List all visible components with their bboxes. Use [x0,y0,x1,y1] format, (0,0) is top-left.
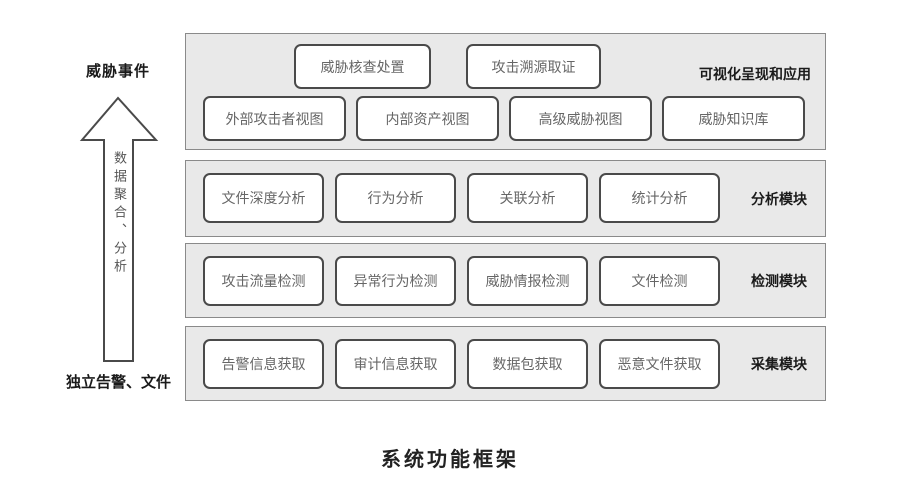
layer-label-visualization: 可视化呈现和应用 [699,66,811,82]
layer-visualization: 可视化呈现和应用 威胁核查处置 攻击溯源取证 外部攻击者视图 内部资产视图 高级… [185,33,826,150]
node-file-deep-analysis: 文件深度分析 [203,173,324,223]
analysis-row: 文件深度分析 行为分析 关联分析 统计分析 [203,173,720,223]
node-attack-traffic-detection: 攻击流量检测 [203,256,324,306]
layer-label-detection: 检测模块 [751,272,807,289]
node-attack-traceback-forensics: 攻击溯源取证 [466,44,601,89]
visualization-row-top: 威胁核查处置 攻击溯源取证 [294,44,601,89]
node-advanced-threat-view: 高级威胁视图 [509,96,652,141]
node-alert-info-collection: 告警信息获取 [203,339,324,389]
node-statistical-analysis: 统计分析 [599,173,720,223]
collection-row: 告警信息获取 审计信息获取 数据包获取 恶意文件获取 [203,339,720,389]
node-audit-info-collection: 审计信息获取 [335,339,456,389]
node-internal-asset-view: 内部资产视图 [356,96,499,141]
up-arrow-icon [79,96,159,362]
node-packet-collection: 数据包获取 [467,339,588,389]
layer-detection: 攻击流量检测 异常行为检测 威胁情报检测 文件检测 检测模块 [185,243,826,318]
node-threat-check-disposal: 威胁核查处置 [294,44,431,89]
layer-label-analysis: 分析模块 [751,190,807,207]
node-file-detection: 文件检测 [599,256,720,306]
diagram-title: 系统功能框架 [381,449,519,471]
node-malicious-file-collection: 恶意文件获取 [599,339,720,389]
node-abnormal-behavior-detection: 异常行为检测 [335,256,456,306]
node-correlation-analysis: 关联分析 [467,173,588,223]
detection-row: 攻击流量检测 异常行为检测 威胁情报检测 文件检测 [203,256,720,306]
node-behavior-analysis: 行为分析 [335,173,456,223]
node-threat-intel-detection: 威胁情报检测 [467,256,588,306]
arrow-caption: 数据聚合、分析 [112,151,127,277]
label-threat-events: 威胁事件 [86,63,151,80]
layer-label-collection: 采集模块 [751,355,807,372]
label-independent-alerts-files: 独立告警、文件 [66,374,172,391]
visualization-row-bottom: 外部攻击者视图 内部资产视图 高级威胁视图 威胁知识库 [203,96,805,141]
layer-analysis: 文件深度分析 行为分析 关联分析 统计分析 分析模块 [185,160,826,237]
layer-collection: 告警信息获取 审计信息获取 数据包获取 恶意文件获取 采集模块 [185,326,826,401]
node-threat-knowledge-base: 威胁知识库 [662,96,805,141]
node-external-attacker-view: 外部攻击者视图 [203,96,346,141]
